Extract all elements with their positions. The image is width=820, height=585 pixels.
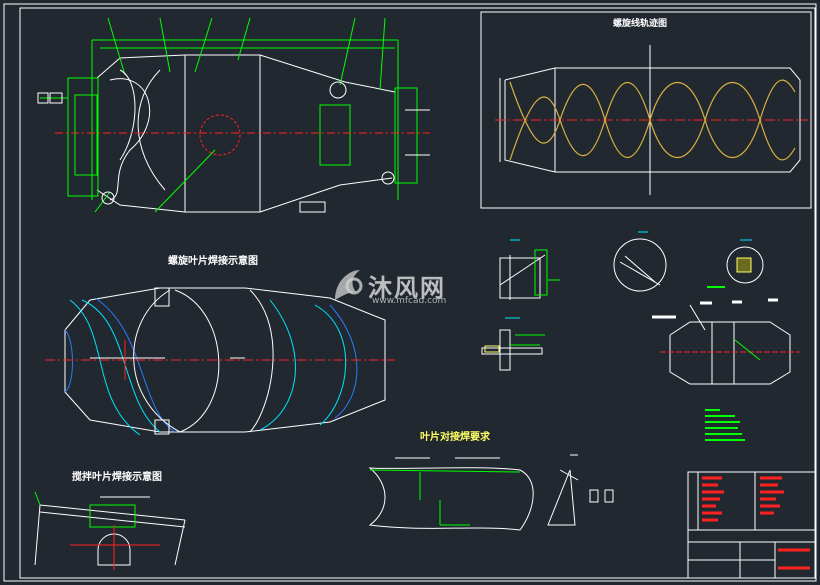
blade-butt-weld-title: 叶片对接焊要求	[420, 432, 490, 443]
main-assembly-view	[37, 17, 430, 213]
inner-frame	[19, 7, 816, 579]
title-block	[687, 471, 816, 579]
weld-detail-views	[481, 231, 764, 371]
technical-notes	[705, 409, 745, 441]
outer-frame	[3, 3, 817, 582]
mixing-blade-welding-title: 搅拌叶片焊接示意图	[72, 472, 162, 483]
helix-trajectory-title: 螺旋线轨迹图	[613, 19, 668, 29]
watermark-brand: 沐风网	[368, 274, 446, 302]
spiral-blade-view	[45, 287, 395, 436]
butt-weld-view	[368, 454, 614, 531]
helix-trajectory-view	[480, 11, 812, 209]
small-assembly-view	[652, 298, 800, 385]
spiral-blade-welding-title: 螺旋叶片焊接示意图	[168, 256, 258, 267]
mixing-blade-view	[34, 491, 186, 570]
watermark-logo-icon	[335, 270, 363, 300]
watermark-url: www.mfcad.com	[372, 296, 447, 306]
